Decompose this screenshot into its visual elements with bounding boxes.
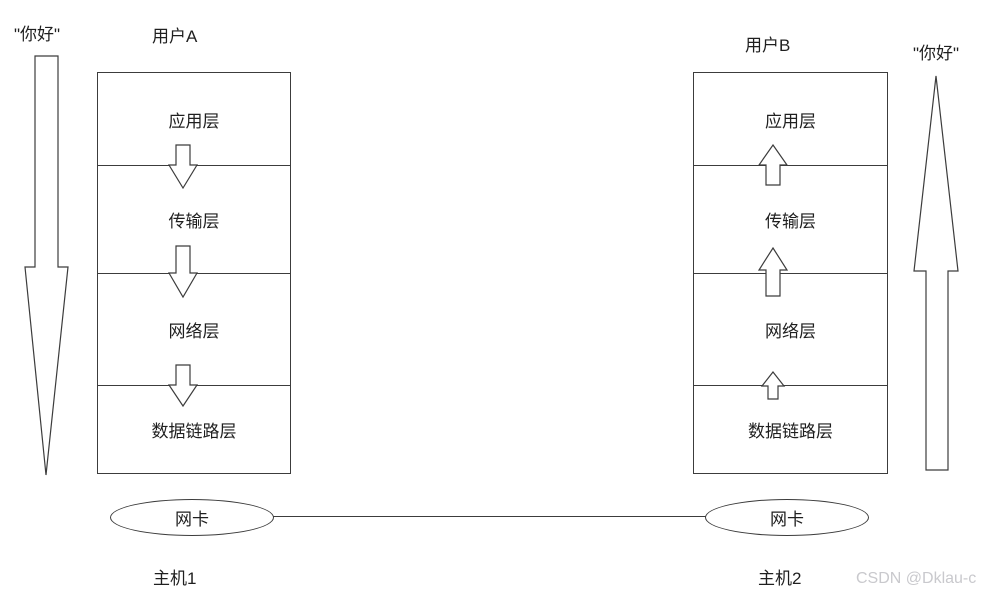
layer-up-arrow-icon xyxy=(760,371,786,400)
physical-link-line xyxy=(272,516,706,517)
message-right-label: "你好" xyxy=(913,44,960,63)
layer-label: 应用层 xyxy=(765,111,816,131)
nic-label: 网卡 xyxy=(175,510,209,529)
long-up-arrow-icon xyxy=(913,75,959,471)
protocol-stack-host1: 应用层 传输层 网络层 数据链路层 xyxy=(97,72,291,474)
layer-row-datalink: 数据链路层 xyxy=(694,385,887,473)
long-down-arrow-icon xyxy=(24,55,69,476)
nic-label: 网卡 xyxy=(770,510,804,529)
message-left-label: "你好" xyxy=(14,25,61,44)
layer-row-transport: 传输层 xyxy=(694,165,887,273)
layer-label: 应用层 xyxy=(168,111,220,131)
layer-down-arrow-icon xyxy=(167,144,199,190)
layer-label: 传输层 xyxy=(168,212,220,231)
host1-label: 主机1 xyxy=(153,569,197,588)
layer-label: 数据链路层 xyxy=(748,422,833,441)
layer-row-application: 应用层 xyxy=(694,73,887,165)
layer-up-arrow-icon xyxy=(757,247,789,297)
layer-label: 网络层 xyxy=(765,322,816,341)
layer-label: 传输层 xyxy=(765,212,816,231)
layer-down-arrow-icon xyxy=(167,245,199,299)
layer-up-arrow-icon xyxy=(757,144,789,186)
layer-label: 数据链路层 xyxy=(151,422,237,441)
nic-ellipse-host2: 网卡 xyxy=(705,499,869,536)
user-b-label: 用户B xyxy=(745,36,791,55)
user-a-label: 用户A xyxy=(152,27,198,46)
layer-label: 网络层 xyxy=(168,322,220,341)
layer-row-network: 网络层 xyxy=(694,273,887,385)
protocol-stack-host2: 应用层 传输层 网络层 数据链路层 xyxy=(693,72,888,474)
host2-label: 主机2 xyxy=(758,569,802,588)
layer-down-arrow-icon xyxy=(167,364,199,408)
nic-ellipse-host1: 网卡 xyxy=(110,499,274,536)
watermark-text: CSDN @Dklau-c xyxy=(856,570,977,587)
layer-row-application: 应用层 xyxy=(98,73,290,165)
